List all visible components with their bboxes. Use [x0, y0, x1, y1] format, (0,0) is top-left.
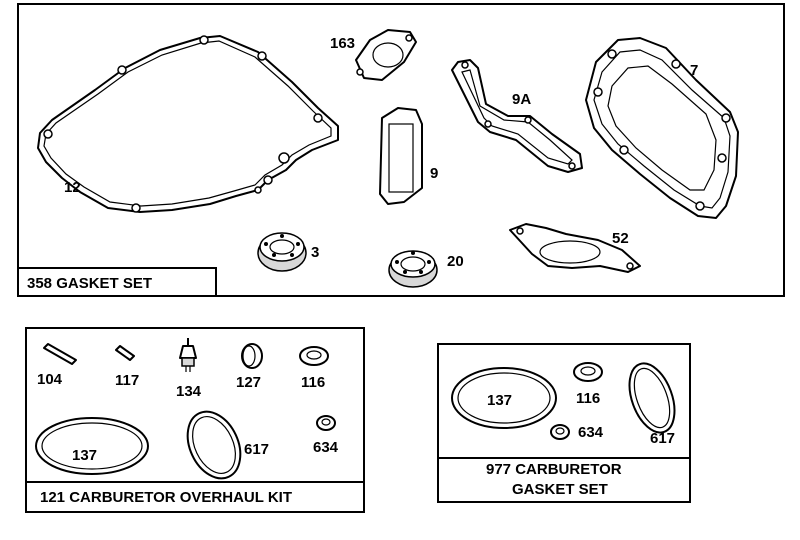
gasket-617-b — [628, 362, 676, 434]
overhaul-kit-panel: 121 CARBURETOR OVERHAUL KIT 104 117 134 … — [25, 327, 365, 513]
gasket-set-title: 358 GASKET SET — [27, 275, 152, 292]
label-127: 127 — [236, 374, 261, 391]
label-137: 137 — [72, 447, 97, 464]
label-117: 117 — [115, 372, 139, 389]
gasket-set-title-box — [17, 267, 217, 297]
overhaul-kit-title: 121 CARBURETOR OVERHAUL KIT — [40, 489, 292, 506]
gasket-617 — [186, 410, 242, 480]
plug-127 — [241, 343, 263, 369]
label-3: 3 — [311, 244, 319, 261]
label-163: 163 — [330, 35, 355, 52]
carb-gasket-set-frame — [437, 343, 691, 503]
seal-3 — [257, 232, 307, 272]
needle-134 — [179, 338, 197, 372]
washer-116-b — [573, 362, 603, 382]
label-617: 617 — [244, 441, 269, 458]
gasket-9 — [379, 107, 423, 205]
part-117 — [115, 345, 135, 361]
washer-116 — [299, 346, 329, 366]
label-137-b: 137 — [487, 392, 512, 409]
gasket-163 — [355, 29, 417, 81]
label-9a: 9A — [512, 91, 531, 108]
label-634: 634 — [313, 439, 339, 456]
label-12: 12 — [64, 179, 81, 196]
label-20: 20 — [447, 253, 464, 270]
gasket-set-panel: 358 GASKET SET 12 163 — [17, 3, 785, 297]
carb-gasket-set-panel: 977 CARBURETOR GASKET SET 137 116 634 61… — [437, 343, 691, 503]
label-617-b: 617 — [650, 430, 675, 447]
label-634-b: 634 — [578, 424, 604, 441]
oring-137 — [35, 417, 149, 475]
gasket-set-frame — [17, 3, 785, 297]
pin-104 — [43, 343, 77, 365]
label-9: 9 — [430, 165, 438, 182]
label-7: 7 — [690, 62, 698, 79]
gasket-52 — [509, 223, 641, 273]
gasket-7 — [585, 37, 739, 219]
oring-137-b — [451, 367, 557, 429]
washer-634-b — [550, 424, 570, 440]
label-134: 134 — [176, 383, 202, 400]
carb-gasket-set-title-line1: 977 CARBURETOR — [486, 461, 622, 478]
label-104: 104 — [37, 371, 63, 388]
label-116: 116 — [301, 374, 325, 391]
gasket-9a — [451, 59, 583, 173]
label-52: 52 — [612, 230, 629, 247]
label-116-b: 116 — [576, 390, 600, 407]
carb-gasket-set-title-line2: GASKET SET — [512, 481, 608, 498]
seal-20 — [388, 250, 438, 288]
washer-634 — [316, 415, 336, 431]
gasket-12 — [37, 35, 339, 213]
overhaul-kit-frame — [25, 327, 365, 513]
